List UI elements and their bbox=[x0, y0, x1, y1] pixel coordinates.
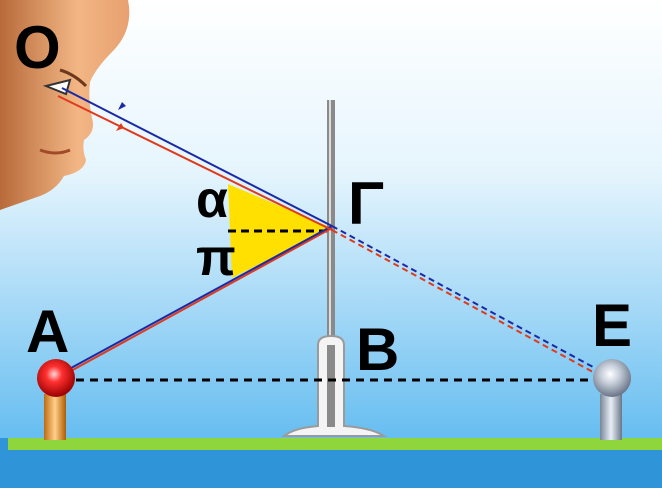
label-object: Α bbox=[26, 298, 70, 365]
incident-ray-red bbox=[57, 227, 333, 379]
virtual-ray-red bbox=[331, 229, 605, 379]
face-icon bbox=[0, 0, 130, 210]
label-angle-reflection: α bbox=[196, 171, 228, 229]
incident-ray-blue bbox=[59, 225, 333, 375]
red-ball-icon bbox=[37, 359, 75, 440]
reflected-ray-red bbox=[57, 95, 333, 231]
label-observer: Ο bbox=[14, 14, 61, 81]
label-image: Ε bbox=[592, 292, 633, 359]
label-angle-incidence: π bbox=[196, 229, 236, 287]
mirror-stand bbox=[281, 100, 388, 437]
label-mirror-point: Γ bbox=[348, 170, 385, 237]
virtual-ray-blue bbox=[331, 225, 607, 375]
reflected-ray-blue bbox=[61, 87, 333, 227]
ray-arrow-red bbox=[116, 123, 124, 131]
grass-strip bbox=[8, 438, 662, 450]
label-mirror-base: Β bbox=[356, 316, 400, 383]
ray-arrow-blue bbox=[118, 102, 126, 110]
grey-ball-icon bbox=[593, 359, 631, 440]
